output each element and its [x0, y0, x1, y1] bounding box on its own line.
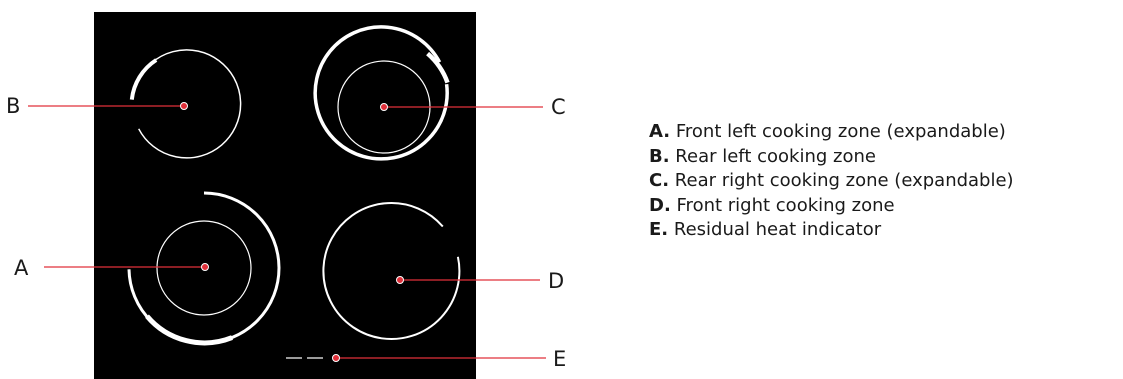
zone-c-outer-ring [313, 25, 449, 161]
callout-label-a: A [14, 256, 29, 280]
legend-key: D. [649, 194, 671, 216]
legend-item-e: E. Residual heat indicator [649, 218, 1014, 243]
hob-surface [94, 12, 476, 379]
legend-text: Residual heat indicator [673, 219, 882, 240]
callout-dot-e [332, 354, 340, 362]
callout-dot-a [201, 263, 209, 271]
legend-key: C. [649, 170, 670, 191]
legend-text: Rear left cooking zone [675, 145, 876, 167]
legend-key: A. [649, 121, 671, 142]
legend-item-d: D. Front right cooking zone [649, 194, 1014, 219]
legend-key: B. [649, 145, 670, 167]
callout-label-b: B [6, 94, 20, 118]
legend-text: Front right cooking zone [676, 194, 895, 216]
legend-text: Front left cooking zone (expandable) [675, 121, 1006, 142]
zone-c-outer-lit [426, 51, 450, 84]
callout-dot-b [180, 102, 188, 110]
callout-label-d: D [548, 269, 564, 293]
legend-item-b: B. Rear left cooking zone [649, 145, 1014, 170]
callout-dot-c [380, 103, 388, 111]
legend-text: Rear right cooking zone (expandable) [674, 170, 1014, 191]
legend: A. Front left cooking zone (expandable) … [649, 120, 1014, 243]
zone-b-ring [136, 49, 242, 159]
zone-a-inner-ring [156, 220, 252, 316]
callout-dot-d [396, 276, 404, 284]
legend-item-a: A. Front left cooking zone (expandable) [649, 120, 1014, 145]
legend-key: E. [649, 219, 669, 240]
zone-a-outer-lit [145, 314, 234, 346]
callout-label-e: E [553, 347, 566, 371]
zone-b-lit-segment [129, 58, 158, 100]
callout-label-c: C [551, 95, 566, 119]
legend-item-c: C. Rear right cooking zone (expandable) [649, 169, 1014, 194]
zone-d-ring [322, 202, 461, 341]
